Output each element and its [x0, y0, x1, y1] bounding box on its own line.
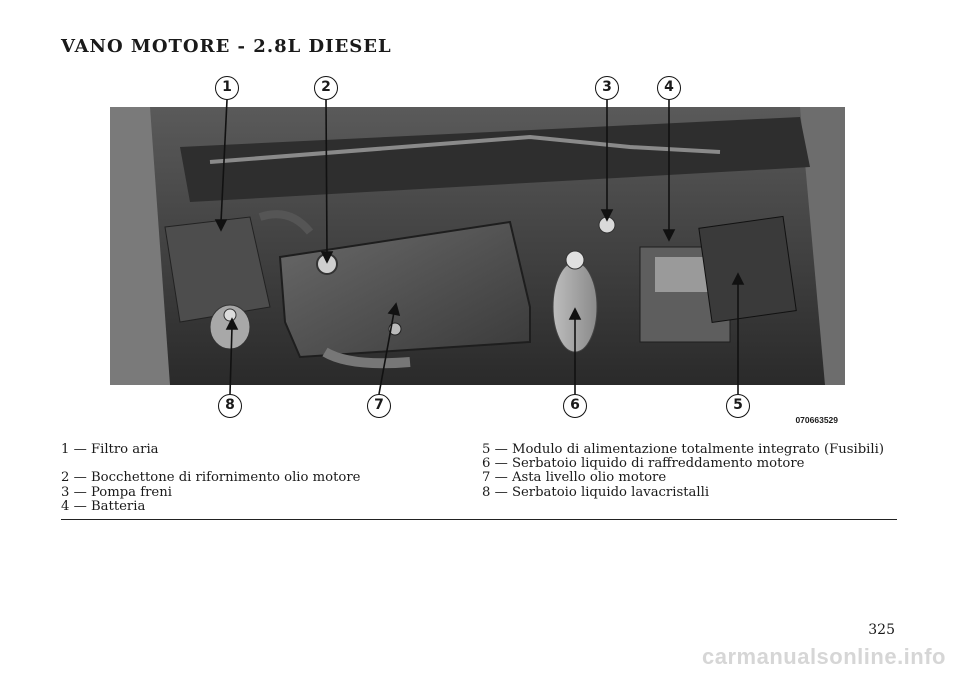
- legend-item-6: 6 — Serbatoio liquido di raffreddamento …: [482, 456, 805, 472]
- callout-6: 6: [563, 394, 587, 418]
- legend-item-8: 8 — Serbatoio liquido lavacristalli: [482, 484, 710, 500]
- callout-4: 4: [657, 76, 681, 100]
- callout-leaders: [214, 99, 745, 395]
- engine-bay-figure: 1 2 3 4 8 7 6 5 070663529: [110, 72, 850, 432]
- callout-7: 7: [367, 394, 391, 418]
- callout-3: 3: [595, 76, 619, 100]
- legend-spacer: [61, 457, 360, 471]
- callout-1: 1: [215, 76, 239, 100]
- callout-5: 5: [726, 394, 750, 418]
- legend-divider: [61, 519, 897, 520]
- legend-item-5: 5 — Modulo di alimentazione totalmente i…: [482, 442, 884, 457]
- callout-2: 2: [314, 76, 338, 100]
- image-code: 070663529: [795, 415, 838, 425]
- engine-bay-photo: [110, 107, 845, 385]
- legend-item-2: 2 — Bocchettone di rifornimento olio mot…: [61, 470, 361, 486]
- legend-item-4: 4 — Batteria: [61, 498, 146, 514]
- legend-item-3: 3 — Pompa freni: [61, 484, 172, 500]
- callout-8: 8: [218, 394, 242, 418]
- watermark: carmanualsonline.info: [702, 644, 946, 669]
- legend-left: 1 — Filtro aria 2 — Bocchettone di rifor…: [61, 442, 361, 514]
- legend-item-7: 7 — Asta livello olio motore: [482, 470, 667, 486]
- legend-item-1: 1 — Filtro aria: [61, 442, 159, 457]
- legend-right: 5 — Modulo di alimentazione totalmente i…: [482, 442, 902, 500]
- page-number: 325: [868, 622, 895, 638]
- page-title: VANO MOTORE - 2.8L DIESEL: [61, 36, 392, 57]
